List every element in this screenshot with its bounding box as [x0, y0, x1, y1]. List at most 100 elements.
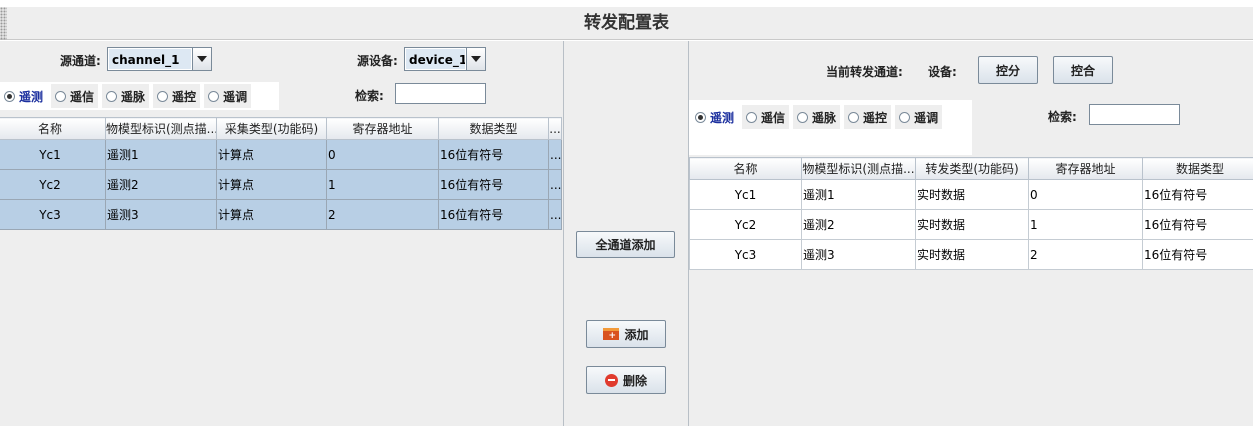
- cell-register-address: 2: [326, 199, 439, 230]
- col-header-name[interactable]: 名称: [689, 157, 802, 180]
- radio-label: 遥脉: [812, 110, 837, 125]
- divider-right: [688, 41, 689, 426]
- source-channel-label: 源通道:: [60, 54, 101, 68]
- col-header-data-type[interactable]: 数据类型: [1142, 157, 1253, 180]
- table-row[interactable]: Yc3 遥测3 实时数据 2 16位有符号: [689, 239, 1253, 270]
- table-row[interactable]: Yc2 遥测2 实时数据 1 16位有符号: [689, 209, 1253, 240]
- radio-circle-icon[interactable]: [4, 90, 15, 102]
- source-channel-value: channel_1: [109, 49, 191, 69]
- cell-model-id: 遥测3: [105, 199, 217, 230]
- table-row[interactable]: Yc1 遥测1 计算点 0 16位有符号 ...: [0, 139, 562, 170]
- delete-button[interactable]: 删除: [586, 366, 666, 394]
- right-search-input[interactable]: [1089, 104, 1180, 125]
- radio-option[interactable]: 遥信: [51, 84, 99, 108]
- col-header-forward-type[interactable]: 转发类型(功能码): [915, 157, 1029, 180]
- radio-circle-icon[interactable]: [106, 90, 118, 102]
- source-device-label: 源设备:: [357, 54, 398, 68]
- cell-name: Yc2: [689, 209, 802, 240]
- cell-more: ...: [548, 139, 562, 170]
- cell-data-type: 16位有符号: [1142, 239, 1253, 270]
- title-bar: [0, 7, 1253, 40]
- cell-register-address: 0: [1028, 179, 1143, 210]
- col-header-model-id[interactable]: 物模型标识(测点描...: [105, 117, 217, 140]
- col-header-collect-type[interactable]: 采集类型(功能码): [216, 117, 327, 140]
- table-row[interactable]: Yc1 遥测1 实时数据 0 16位有符号: [689, 179, 1253, 210]
- radio-circle-icon[interactable]: [797, 111, 809, 123]
- cell-register-address: 2: [1028, 239, 1143, 270]
- cell-more: ...: [548, 169, 562, 200]
- cell-forward-type: 实时数据: [915, 179, 1029, 210]
- cell-name: Yc1: [0, 139, 106, 170]
- folder-add-icon: +: [603, 328, 620, 341]
- radio-option[interactable]: 遥脉: [102, 84, 150, 108]
- source-device-value: device_1: [406, 49, 465, 69]
- left-signal-type-group: 遥测遥信 遥脉 遥控遥调: [0, 82, 279, 110]
- radio-circle-icon[interactable]: [208, 90, 220, 102]
- col-header-data-type[interactable]: 数据类型: [438, 117, 549, 140]
- radio-circle-icon[interactable]: [695, 111, 706, 123]
- cell-data-type: 16位有符号: [438, 199, 549, 230]
- top-strip: [0, 0, 1253, 7]
- col-header-more[interactable]: ...: [548, 117, 562, 140]
- window-title: 转发配置表: [584, 13, 669, 33]
- source-device-combo[interactable]: device_1: [404, 47, 486, 71]
- radio-option[interactable]: 遥脉: [793, 105, 841, 129]
- table-row[interactable]: Yc3 遥测3 计算点 2 16位有符号 ...: [0, 199, 562, 230]
- cell-model-id: 遥测1: [801, 179, 916, 210]
- cell-collect-type: 计算点: [216, 199, 327, 230]
- radio-option[interactable]: 遥测: [691, 105, 739, 129]
- chevron-down-icon[interactable]: [466, 48, 485, 70]
- table-row[interactable]: Yc2 遥测2 计算点 1 16位有符号 ...: [0, 169, 562, 200]
- cell-register-address: 0: [326, 139, 439, 170]
- cell-collect-type: 计算点: [216, 139, 327, 170]
- radio-option[interactable]: 遥信: [742, 105, 790, 129]
- divider-left: [563, 41, 564, 426]
- radio-label: 遥调: [914, 110, 939, 125]
- current-channel-label: 当前转发通道:: [826, 65, 903, 79]
- cell-model-id: 遥测2: [801, 209, 916, 240]
- delete-label: 删除: [622, 373, 647, 388]
- col-header-model-id[interactable]: 物模型标识(测点描...: [801, 157, 916, 180]
- cell-collect-type: 计算点: [216, 169, 327, 200]
- radio-option[interactable]: 遥控: [153, 84, 201, 108]
- radio-label: 遥脉: [121, 89, 146, 104]
- cell-model-id: 遥测2: [105, 169, 217, 200]
- radio-circle-icon[interactable]: [899, 111, 911, 123]
- cell-model-id: 遥测3: [801, 239, 916, 270]
- cell-data-type: 16位有符号: [438, 169, 549, 200]
- radio-circle-icon[interactable]: [746, 111, 758, 123]
- right-points-table: 名称 物模型标识(测点描... 转发类型(功能码) 寄存器地址 数据类型 Yc1…: [689, 157, 1253, 270]
- drag-grip-icon[interactable]: [0, 7, 7, 40]
- cell-name: Yc2: [0, 169, 106, 200]
- right-signal-type-group: 遥测遥信 遥脉 遥控 遥调: [691, 103, 972, 131]
- radio-circle-icon[interactable]: [157, 90, 169, 102]
- table-header-row: 名称 物模型标识(测点描... 采集类型(功能码) 寄存器地址 数据类型 ...: [0, 117, 562, 140]
- right-search-label: 检索:: [1048, 110, 1077, 124]
- cell-forward-type: 实时数据: [915, 239, 1029, 270]
- col-header-register-address[interactable]: 寄存器地址: [326, 117, 439, 140]
- radio-label: 遥测: [19, 89, 44, 104]
- radio-label: 遥控: [172, 89, 197, 104]
- source-channel-combo[interactable]: channel_1: [107, 47, 212, 71]
- control-close-button[interactable]: 控合: [1053, 56, 1113, 84]
- add-all-channels-label: 全通道添加: [595, 238, 656, 252]
- add-button[interactable]: + 添加: [586, 320, 666, 348]
- cell-data-type: 16位有符号: [438, 139, 549, 170]
- cell-data-type: 16位有符号: [1142, 209, 1253, 240]
- control-open-button[interactable]: 控分: [978, 56, 1038, 84]
- left-search-input[interactable]: [395, 83, 486, 104]
- cell-register-address: 1: [326, 169, 439, 200]
- add-all-channels-button[interactable]: 全通道添加: [576, 231, 675, 258]
- control-open-label: 控分: [995, 63, 1020, 78]
- chevron-down-icon[interactable]: [192, 48, 211, 70]
- radio-option[interactable]: 遥调: [204, 84, 252, 108]
- radio-circle-icon[interactable]: [55, 90, 67, 102]
- col-header-name[interactable]: 名称: [0, 117, 106, 140]
- radio-label: 遥控: [863, 110, 888, 125]
- radio-option[interactable]: 遥控: [844, 105, 892, 129]
- radio-option[interactable]: 遥测: [0, 84, 48, 108]
- col-header-register-address[interactable]: 寄存器地址: [1028, 157, 1143, 180]
- radio-option[interactable]: 遥调: [895, 105, 943, 129]
- add-label: 添加: [624, 327, 649, 342]
- radio-circle-icon[interactable]: [848, 111, 860, 123]
